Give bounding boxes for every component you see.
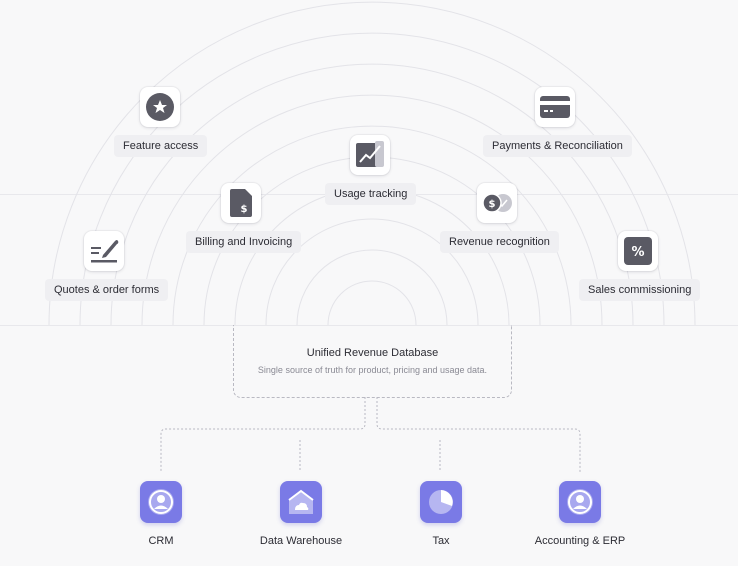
database-title: Unified Revenue Database [306,347,439,359]
label-quotes: Quotes & order forms [45,279,169,301]
label-crm: CRM [148,535,174,547]
label-billing: Billing and Invoicing [186,231,302,253]
arc-ring [296,249,448,326]
arc-ring [327,280,417,326]
label-revenue-recognition: Revenue recognition [440,231,559,253]
line-chart-icon [356,141,384,167]
cloud-house-icon [288,489,314,514]
database-subtitle: Single source of truth for product, pric… [257,365,488,375]
arc-ring [79,32,665,326]
label-payments: Payments & Reconciliation [483,135,632,157]
signature-pen-icon [91,240,119,263]
label-data-warehouse: Data Warehouse [259,535,343,547]
invoice-document-icon: $ [230,189,252,217]
label-accounting-erp: Accounting & ERP [534,535,626,547]
label-usage-tracking: Usage tracking [325,183,417,205]
arc-ring [110,63,634,326]
svg-text:$: $ [241,204,248,215]
arc-ring [48,1,696,326]
pie-chart-icon [429,490,453,514]
label-sales-commissioning: Sales commissioning [579,279,701,301]
arc-ring [265,218,479,326]
grid-line-bottom [0,325,738,326]
label-feature-access: Feature access [114,135,208,157]
coins-icon: $ [482,193,512,213]
line-chart-icon-tile [350,135,390,175]
user-avatar-icon [148,489,174,515]
tax-icon-tile [420,481,462,523]
star-icon [146,93,174,121]
signature-pen-icon-tile [84,231,124,271]
user-avatar-icon [567,489,593,515]
star-icon-tile [140,87,180,127]
credit-card-icon-tile [535,87,575,127]
coins-icon-tile: $ [477,183,517,223]
arc-ring [141,94,603,326]
invoice-document-icon-tile: $ [221,183,261,223]
credit-card-icon [540,96,570,118]
percent-icon-tile: % [618,231,658,271]
unified-database-box: Unified Revenue Database Single source o… [233,325,512,398]
label-tax: Tax [432,535,450,547]
percent-icon: % [624,237,652,265]
erp-icon-tile [559,481,601,523]
svg-text:$: $ [489,199,496,210]
crm-icon-tile [140,481,182,523]
svg-text:%: % [631,245,644,260]
warehouse-icon-tile [280,481,322,523]
